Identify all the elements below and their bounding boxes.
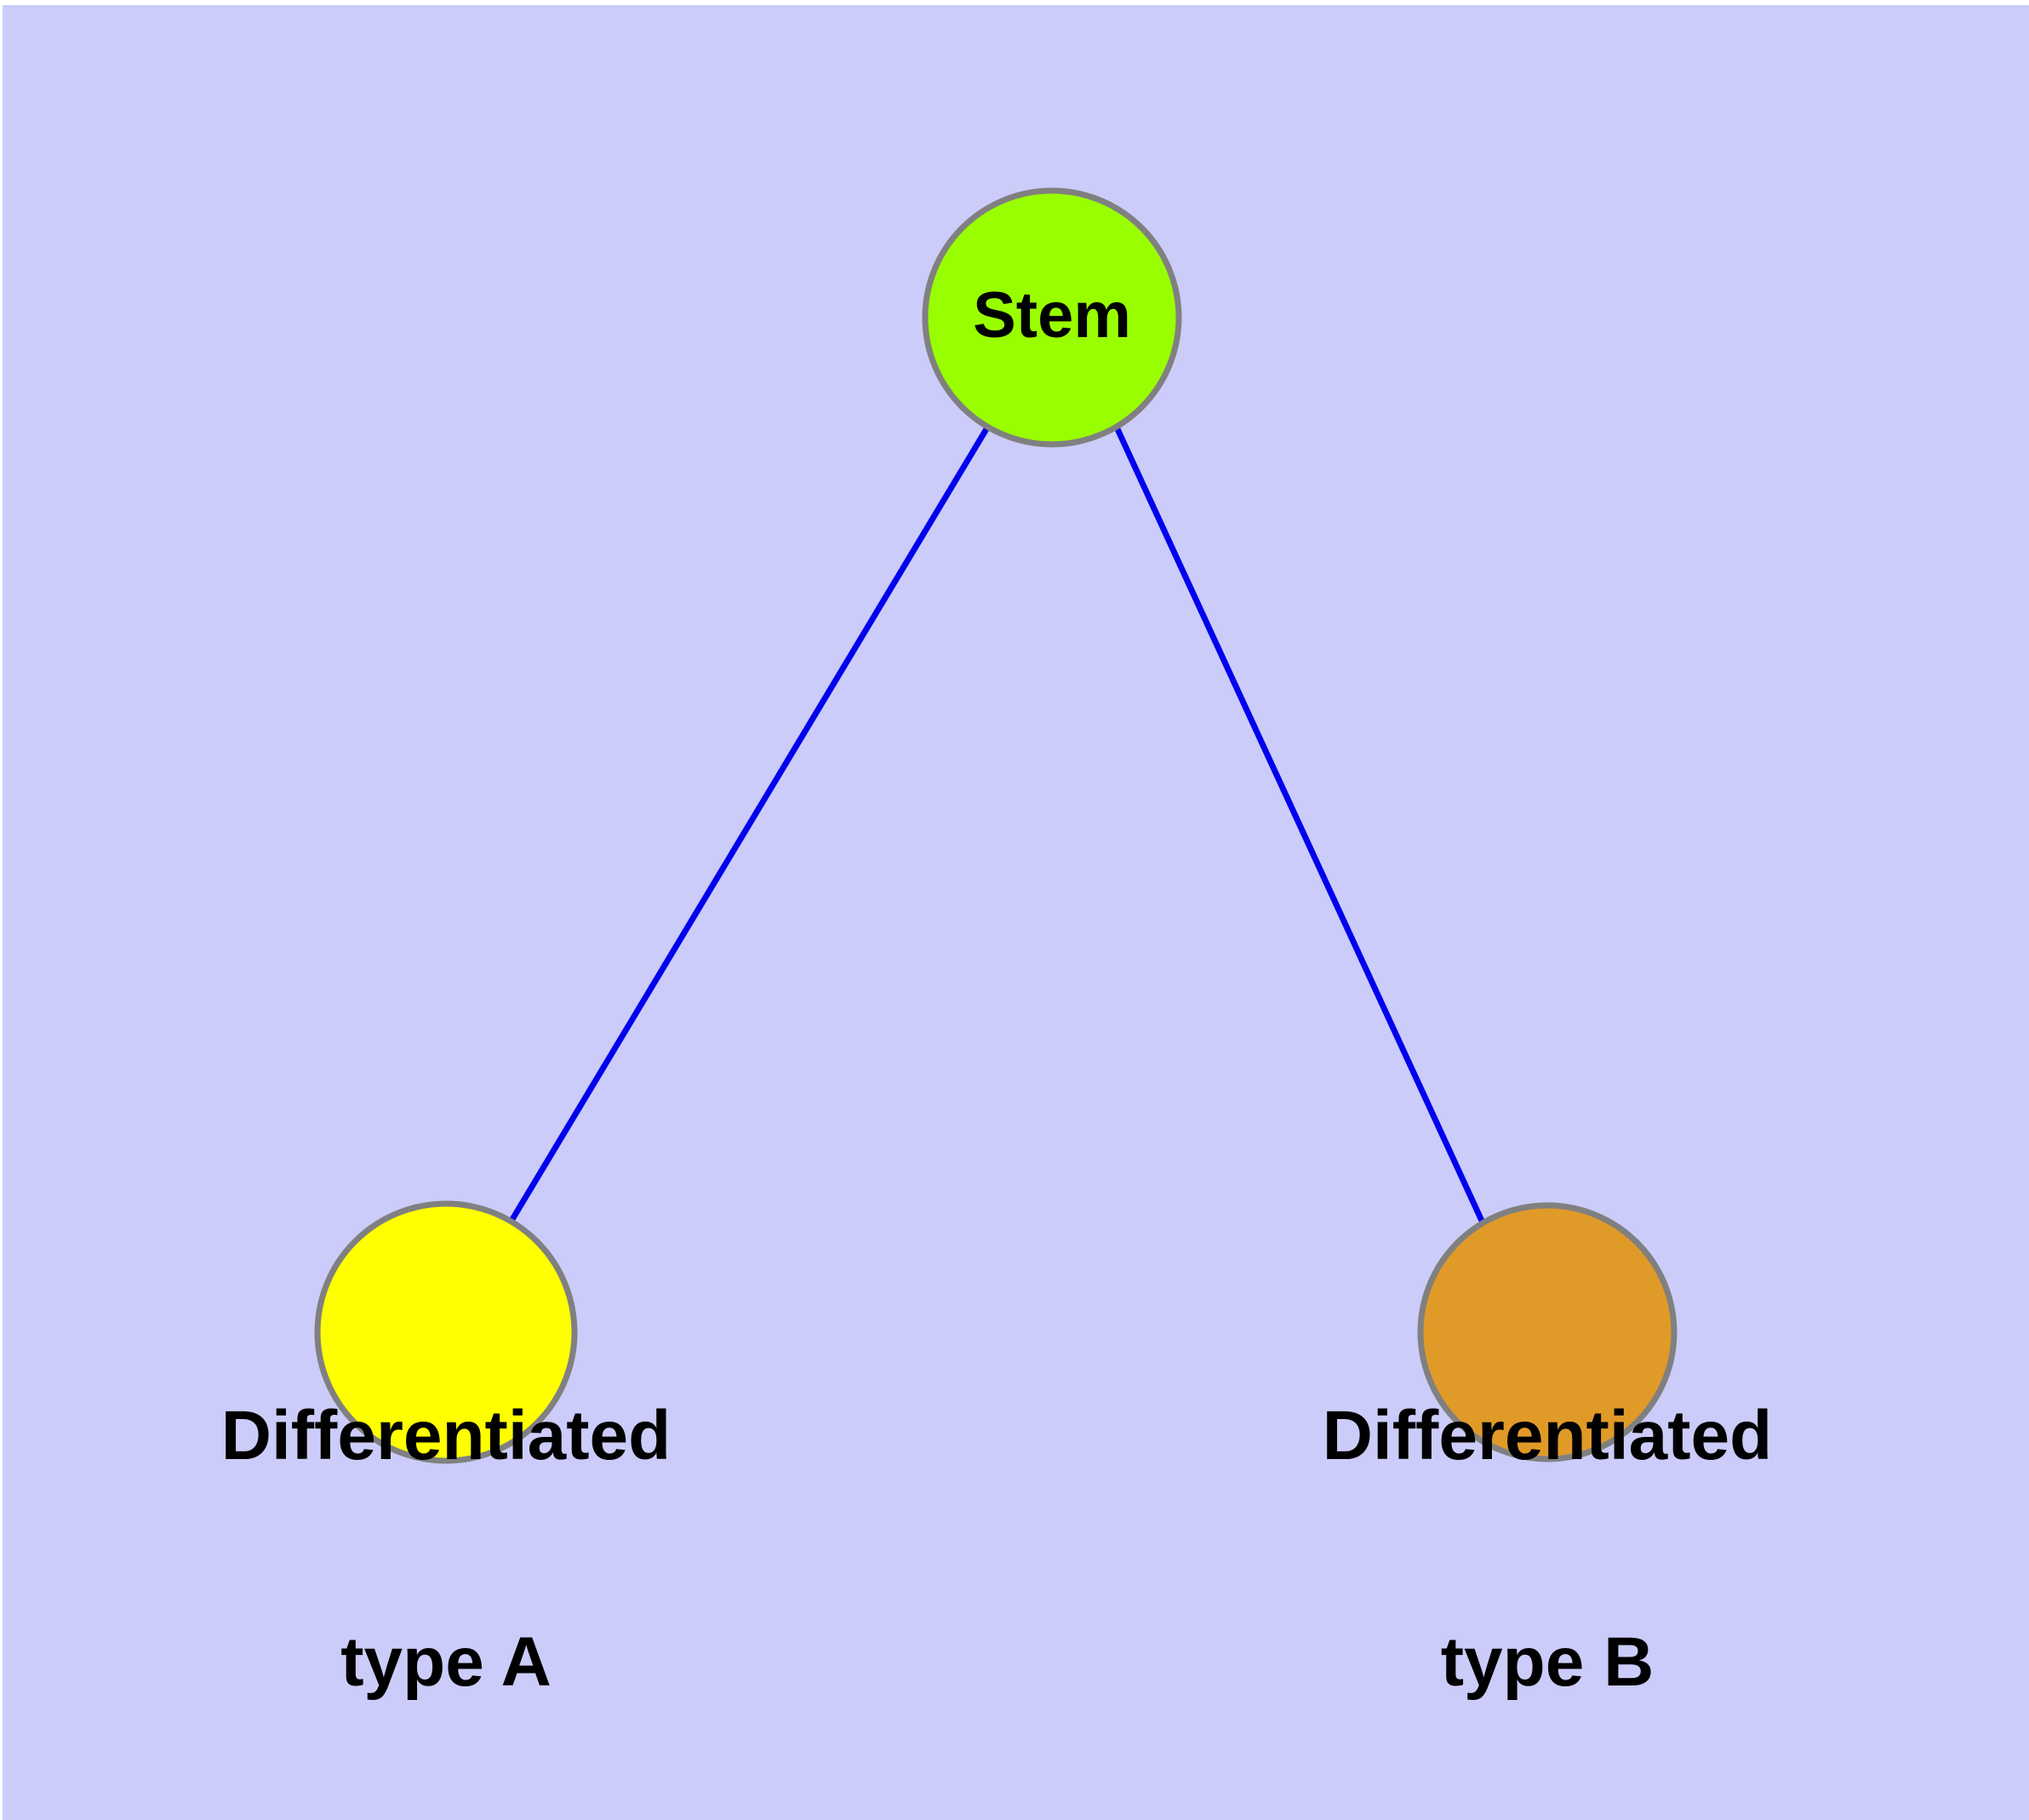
node-circle-differentiated-type-a[interactable] bbox=[314, 1200, 578, 1464]
node-circle-differentiated-type-b[interactable] bbox=[1417, 1202, 1677, 1462]
edges-layer bbox=[508, 427, 1485, 1222]
nodes-layer bbox=[314, 187, 1677, 1464]
edge-stem-to-differentiated-type-a[interactable] bbox=[508, 427, 990, 1222]
edge-stem-to-differentiated-type-b[interactable] bbox=[1114, 427, 1485, 1222]
node-circle-stem[interactable] bbox=[922, 187, 1182, 448]
